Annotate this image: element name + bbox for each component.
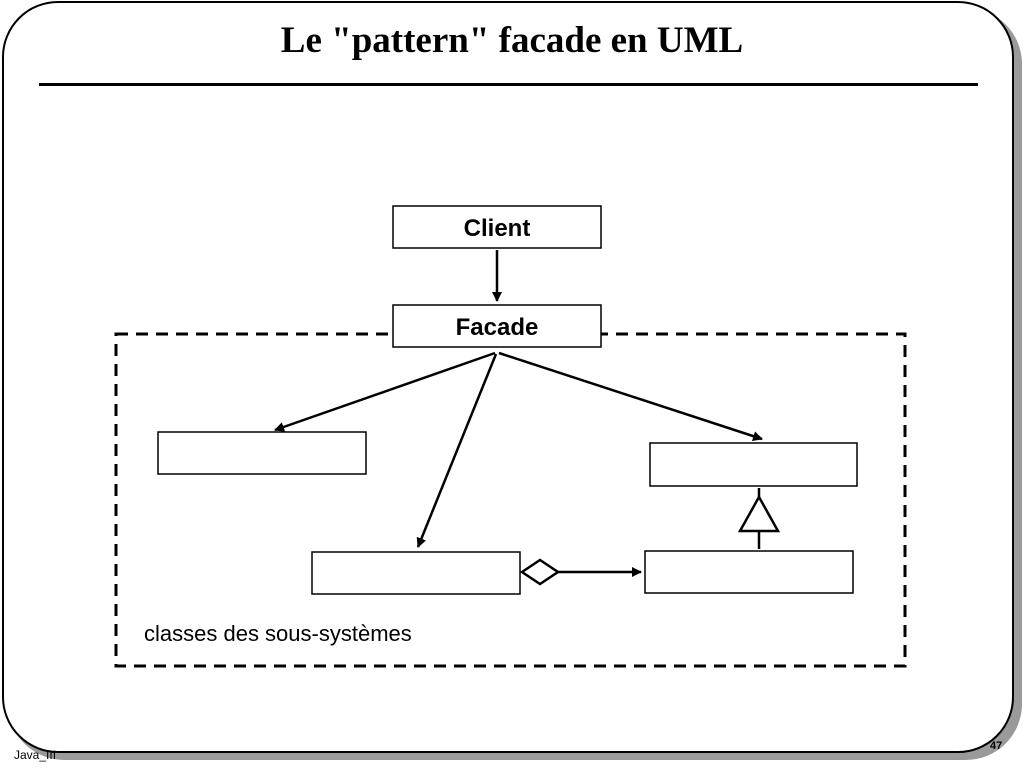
generalization-relation — [737, 488, 781, 549]
aggregation-diamond — [519, 558, 561, 586]
client-class-label: Client — [464, 215, 531, 242]
facade-class-box — [392, 304, 602, 348]
subsystem-class-2 — [649, 442, 858, 487]
page-number: 47 — [990, 740, 1003, 752]
subsystem-label: classes des sous-systèmes — [144, 621, 412, 646]
title-divider — [39, 83, 978, 86]
subsystem-class-1 — [157, 431, 367, 475]
slide-title: Le "pattern" facade en UML — [280, 20, 744, 61]
subsystem-class-3 — [311, 551, 521, 595]
facade-to-subsystem-class-2-arrow — [498, 351, 763, 441]
subsystem-boundary — [114, 332, 907, 668]
facade-class-label: Facade — [456, 314, 539, 341]
facade-to-subsystem-class-1-arrow — [274, 351, 496, 432]
footer-course-name: Java_III — [14, 748, 57, 762]
facade-class: Facade — [392, 304, 602, 348]
slide-frame — [2, 1, 1014, 753]
client-class: Client — [392, 205, 602, 249]
subsystem-class-4 — [644, 550, 854, 594]
generalization-triangle — [737, 494, 781, 533]
aggregation-relation — [519, 558, 642, 586]
client-class-box — [392, 205, 602, 249]
facade-to-subsystem-class-3-arrow — [416, 353, 498, 548]
